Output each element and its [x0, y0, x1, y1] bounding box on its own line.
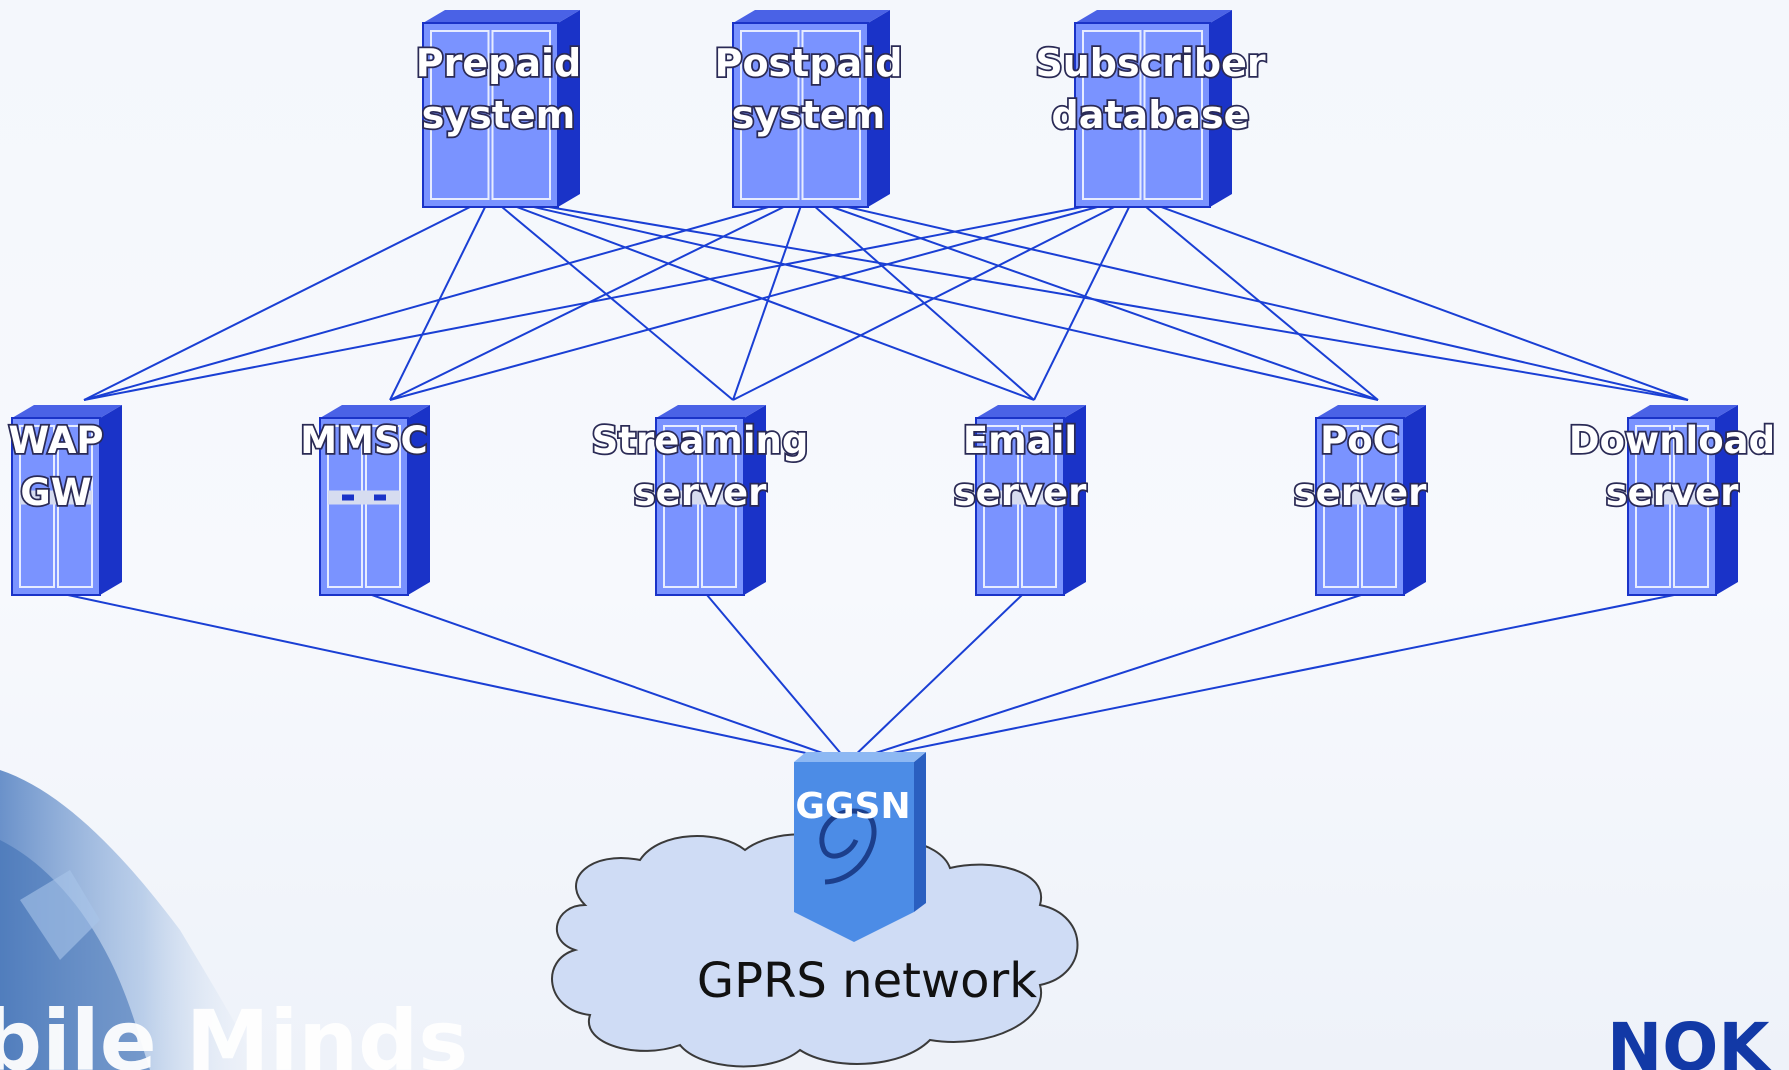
ggsn-link-line: [847, 594, 1675, 763]
ggsn-link-line: [706, 594, 849, 763]
poc-label-line2: server: [1294, 471, 1428, 514]
link-line: [83, 196, 805, 401]
mmsc-label-line1: MMSC: [300, 419, 427, 462]
link-line: [803, 196, 1035, 401]
link-line: [389, 196, 491, 401]
server-prepaid: Prepaid system: [414, 10, 583, 208]
streaming-label-line1: Streaming: [592, 419, 809, 462]
server-download: Download server: [1567, 405, 1777, 596]
cloud-icon: [551, 833, 1079, 1068]
gprs-network-label: GPRS network: [697, 953, 1037, 1009]
download-label-line2: server: [1606, 471, 1740, 514]
server-streaming: Streaming server: [590, 405, 810, 596]
ggsn-link-line: [847, 594, 1023, 763]
prepaid-label-line2: system: [422, 93, 576, 137]
brand-tagline: bile Minds: [0, 992, 468, 1070]
link-line: [83, 196, 1135, 401]
ggsn-link-line: [67, 594, 849, 763]
server-rack-icon: [11, 405, 122, 596]
link-line: [732, 196, 805, 401]
link-line: [389, 196, 805, 401]
subscriber-label-line1: Subscriber: [1035, 41, 1266, 85]
wap-label-line2: GW: [20, 471, 91, 514]
nokia-logo: NOK: [1607, 1009, 1772, 1070]
server-rack-icon: [655, 405, 766, 596]
server-mmsc: MMSC: [299, 405, 430, 596]
server-subscriber: Subscriber database: [1034, 10, 1268, 208]
server-rack-icon: [975, 405, 1086, 596]
branding: bile Minds NOK: [0, 992, 1772, 1070]
server-rack-icon: [1627, 405, 1738, 596]
email-label-line1: Email: [963, 419, 1077, 462]
wap-label-line1: WAP: [9, 419, 104, 462]
ggsn-label: GGSN: [795, 786, 910, 827]
link-line: [1133, 196, 1689, 401]
server-rack-icon: [319, 405, 430, 596]
link-line: [1033, 196, 1135, 401]
link-line: [1133, 196, 1379, 401]
ggsn-link-line: [371, 594, 849, 763]
link-line: [732, 196, 1135, 401]
poc-label-line1: PoC: [1320, 419, 1400, 462]
server-email: Email server: [952, 405, 1089, 596]
link-line: [83, 196, 491, 401]
link-line: [803, 196, 1379, 401]
connection-lines: [67, 196, 1689, 763]
server-rack-icon: [1074, 10, 1232, 208]
server-rack-icon: [1315, 405, 1426, 596]
link-line: [803, 196, 1689, 401]
subscriber-label-line2: database: [1052, 93, 1250, 137]
server-poc: PoC server: [1292, 405, 1429, 596]
postpaid-label-line2: system: [732, 93, 886, 137]
server-postpaid: Postpaid system: [713, 10, 904, 208]
server-rack-icon: [422, 10, 580, 208]
ggsn-link-line: [847, 594, 1362, 763]
server-group: Prepaid system Postpaid system Subscriber dat…: [7, 10, 1777, 596]
streaming-label-line2: server: [634, 471, 768, 514]
postpaid-label-line1: Postpaid: [715, 41, 903, 85]
background-photo: [0, 770, 260, 1070]
prepaid-label-line1: Prepaid: [416, 41, 581, 85]
link-line: [389, 196, 1135, 401]
download-label-line1: Download: [1569, 419, 1775, 462]
ggsn-node: GGSN: [794, 752, 926, 942]
server-rack-icon: [732, 10, 890, 208]
server-wap: WAP GW: [7, 405, 122, 596]
ggsn-router-icon: [794, 752, 926, 942]
gprs-network-cloud: GPRS network: [551, 833, 1079, 1068]
email-label-line2: server: [954, 471, 1088, 514]
